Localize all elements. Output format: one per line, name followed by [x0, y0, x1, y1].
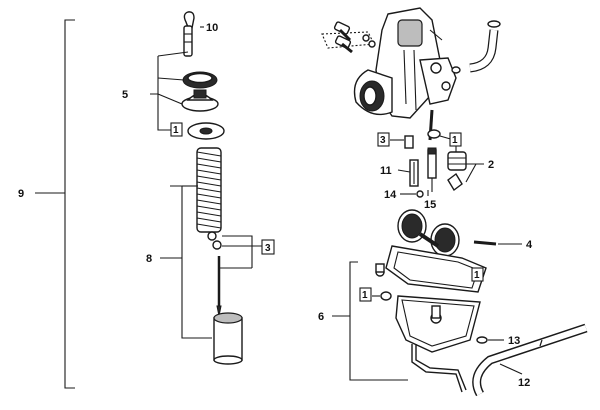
bracket-6: [349, 261, 408, 381]
leader-12: [499, 363, 523, 375]
bracket-9: [64, 19, 75, 389]
callout-14: 14: [384, 189, 397, 201]
callout-8: 8: [146, 253, 152, 265]
left-assembly: [35, 11, 262, 389]
jet-parts: [404, 129, 467, 198]
callout-3-right: 3: [380, 135, 386, 146]
pilot-screws: [321, 21, 376, 54]
callout-1-drain: 1: [362, 290, 368, 301]
callout-11: 11: [380, 165, 392, 177]
float-bowl: [395, 295, 481, 393]
vent-tube: [451, 20, 501, 74]
callouts: 9 10 5 1 8 3 3 1 2 11 14 15 4 1 1 6 13 1…: [18, 22, 533, 389]
callout-12: 12: [518, 377, 530, 389]
callout-box-3-left: [261, 239, 275, 255]
leader-3-left: [222, 235, 253, 268]
callout-box-1-right: [449, 132, 462, 147]
callout-13: 13: [508, 335, 520, 347]
callout-box-1-drain: [359, 287, 372, 302]
callout-10: 10: [206, 22, 218, 34]
part-5-cap: [181, 71, 219, 112]
jet-needle-parts: [207, 231, 222, 317]
part-10-hook: [183, 11, 204, 57]
part-8-spring: [196, 147, 222, 233]
leader-8: [170, 185, 212, 339]
carburetor-body: [353, 7, 457, 141]
part-1-gasket-left: [187, 122, 225, 140]
callout-3-left: 3: [265, 243, 271, 254]
callout-15: 15: [424, 199, 436, 211]
callout-2: 2: [488, 159, 494, 171]
callout-4: 4: [526, 239, 533, 251]
throttle-valve: [213, 312, 243, 365]
drain-washer: [380, 291, 392, 301]
callout-box-3-right: [377, 132, 390, 147]
leader-5: [150, 56, 159, 95]
bowl-gasket: [375, 245, 487, 293]
overflow-tube: [472, 323, 588, 397]
leader-11: [397, 169, 411, 173]
callout-5: 5: [122, 89, 128, 101]
callout-9: 9: [18, 188, 24, 200]
callout-1-right: 1: [452, 135, 458, 146]
callout-box-1-left: [170, 122, 183, 137]
callout-6: 6: [318, 311, 324, 323]
callout-1-bowl: 1: [474, 270, 480, 281]
callout-1-left: 1: [173, 125, 179, 136]
callout-box-1-bowl: [471, 267, 484, 282]
right-assembly: [321, 7, 588, 397]
